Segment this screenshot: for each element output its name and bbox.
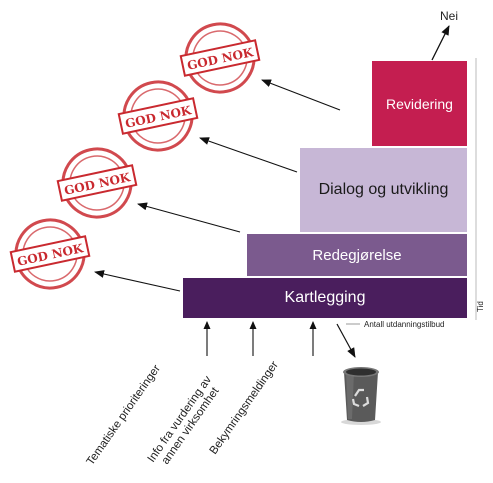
step-kartlegging-label: Kartlegging (284, 289, 366, 306)
stamp-3: GOD NOK (117, 80, 199, 152)
antall-marker: Antall utdanningstilbud (346, 320, 445, 329)
input-arrows (203, 321, 356, 358)
nei-label: Nei (440, 9, 458, 23)
stamp-arrows (94, 79, 341, 292)
bekymring-label: Bekymringsmeldinger (208, 359, 281, 457)
step-dialog-og-utvikling: Dialog og utvikling (300, 148, 467, 232)
step-revidering-label: Revidering (386, 95, 453, 112)
stamp-4: GOD NOK (179, 22, 261, 94)
step-kartlegging: Kartlegging (183, 278, 467, 318)
step-revidering: Revidering (372, 61, 467, 146)
step-redegjorelse-label: Redegjørelse (312, 246, 402, 264)
recycle-bin-icon (341, 367, 381, 425)
tid-label: Tid (476, 301, 485, 312)
step-redegjorelse: Redegjørelse (247, 234, 467, 276)
stamp-2: GOD NOK (56, 147, 138, 219)
stamp-1: GOD NOK (9, 218, 91, 290)
input-labels: Tematiske prioriteringer Info fra vurder… (85, 359, 281, 468)
step-dialog-label: Dialog og utvikling (318, 181, 449, 198)
nei-arrow: Nei (431, 9, 458, 61)
antall-label: Antall utdanningstilbud (364, 320, 445, 329)
tid-axis: Tid (475, 58, 485, 320)
